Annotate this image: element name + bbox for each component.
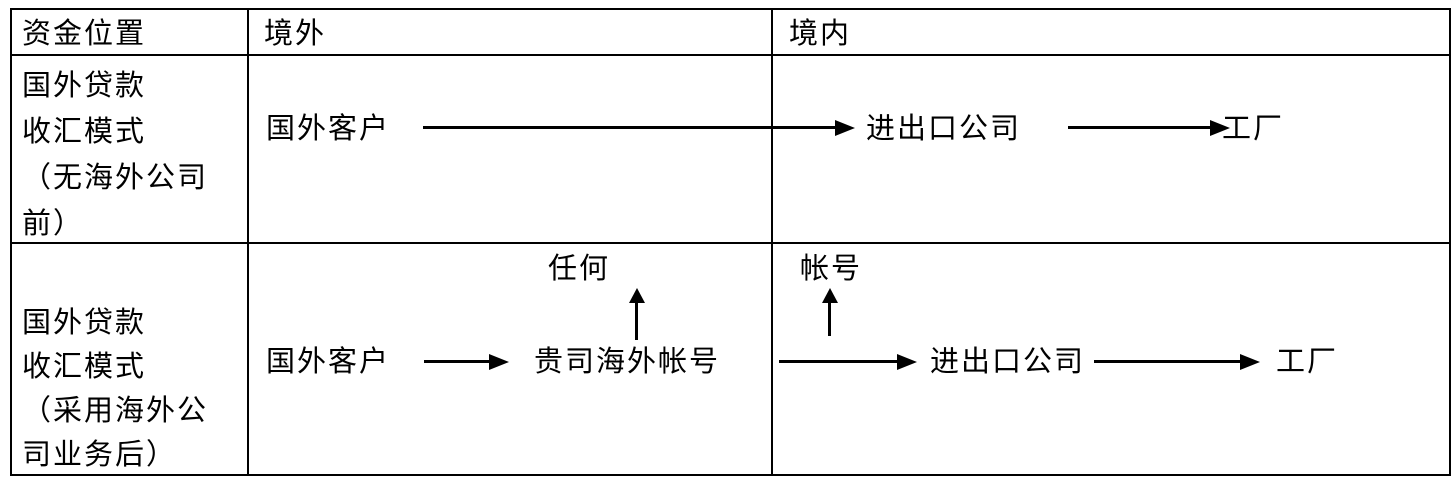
arrow-head — [1240, 354, 1260, 370]
arrow-right-icon — [424, 354, 509, 370]
row1-node-factory: 工厂 — [1222, 111, 1285, 145]
row-divider-1 — [10, 242, 1451, 244]
row2-label-line: （采用海外公 — [22, 393, 209, 427]
row1-label-line: （无海外公司 — [22, 160, 209, 194]
row1-node-import-export-company: 进出口公司 — [866, 111, 1022, 145]
row1-label: 国外贷款 收汇模式 （无海外公司 前） — [22, 62, 208, 246]
arrow-shaft — [779, 360, 901, 363]
arrow-right-icon — [1094, 354, 1260, 370]
arrow-shaft — [828, 301, 831, 336]
arrow-head — [822, 288, 838, 303]
arrow-right-icon — [423, 120, 855, 136]
row2-node-factory: 工厂 — [1276, 344, 1339, 378]
arrow-shaft — [424, 360, 493, 363]
arrow-right-icon — [1068, 120, 1230, 136]
row2-annotation-overseas: 任何 — [548, 251, 611, 285]
row2-node-company-overseas-account: 贵司海外帐号 — [534, 344, 721, 378]
row2-annotation-domestic: 帐号 — [800, 251, 863, 285]
header-fund-location: 资金位置 — [22, 16, 147, 50]
arrow-up-icon — [629, 288, 645, 340]
row-divider-header — [10, 54, 1451, 56]
header-domestic: 境内 — [789, 16, 852, 50]
row2-label-line: 司业务后） — [22, 437, 178, 471]
row2-label-line: 收汇模式 — [22, 349, 147, 383]
row1-label-line: 前） — [22, 206, 85, 240]
arrow-head — [897, 354, 917, 370]
arrow-right-icon — [779, 354, 917, 370]
arrow-up-icon — [822, 288, 838, 336]
arrow-shaft — [423, 126, 839, 129]
arrow-head — [835, 120, 855, 136]
header-overseas: 境外 — [264, 16, 327, 50]
row2-node-import-export-company: 进出口公司 — [930, 344, 1086, 378]
row2-label-line: 国外贷款 — [22, 305, 147, 339]
arrow-head — [629, 288, 645, 303]
arrow-shaft — [1068, 126, 1214, 129]
row1-label-line: 收汇模式 — [22, 114, 147, 148]
row1-node-overseas-client: 国外客户 — [266, 111, 391, 145]
row2-node-overseas-client: 国外客户 — [266, 344, 391, 378]
arrow-head — [1210, 120, 1230, 136]
arrow-shaft — [1094, 360, 1244, 363]
row1-label-line: 国外贷款 — [22, 68, 147, 102]
arrow-head — [489, 354, 509, 370]
arrow-shaft — [635, 301, 638, 340]
row2-label: 国外贷款 收汇模式 （采用海外公 司业务后） — [22, 299, 208, 475]
